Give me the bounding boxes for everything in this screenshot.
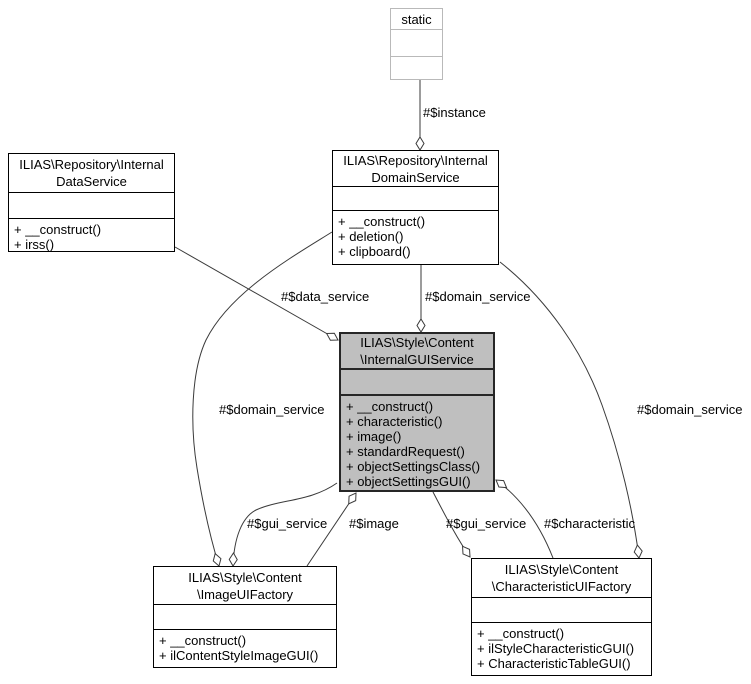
method-item: + ilContentStyleImageGUI() <box>159 648 319 663</box>
method-item: + __construct() <box>338 214 426 229</box>
method-item: + __construct() <box>14 222 102 237</box>
class-node-style-content-internalguiservice: ILIAS\Style\Content \InternalGUIService … <box>339 332 495 492</box>
method-item: + __construct() <box>346 399 434 414</box>
edge-label-domain-service-right: #$domain_service <box>637 402 743 417</box>
edge-label-characteristic: #$characteristic <box>544 516 636 531</box>
edge-label-image: #$image <box>349 516 399 531</box>
class-node-static: static <box>390 8 443 80</box>
class-methods-compartment: + __construct() + ilStyleCharacteristicG… <box>472 623 651 674</box>
class-attributes-compartment <box>472 598 651 623</box>
class-methods-compartment: + __construct() + deletion() + clipboard… <box>333 211 498 262</box>
class-methods-compartment: + __construct() + ilContentStyleImageGUI… <box>154 630 336 666</box>
class-title-line: \CharacteristicUIFactory <box>491 579 632 594</box>
class-title-line: ILIAS\Style\Content <box>360 335 474 350</box>
method-item: + objectSettingsClass() <box>346 459 481 474</box>
class-attributes-compartment <box>154 605 336 630</box>
method-item: + __construct() <box>159 633 247 648</box>
class-title-line: ILIAS\Style\Content <box>504 562 619 577</box>
method-item: + characteristic() <box>346 414 443 429</box>
method-item: + ilStyleCharacteristicGUI() <box>477 641 635 656</box>
class-attributes-compartment <box>9 193 174 219</box>
method-item: + clipboard() <box>338 244 411 259</box>
method-item: + CharacteristicTableGUI() <box>477 656 631 671</box>
class-title: static <box>391 9 442 30</box>
edge-label-domain-service-left: #$domain_service <box>219 402 325 417</box>
class-title-line: ILIAS\Repository\Internal <box>343 152 488 168</box>
class-title-line: ILIAS\Repository\Internal <box>19 157 164 172</box>
edge-label-instance: #$instance <box>423 105 486 120</box>
class-title-line: ILIAS\Style\Content <box>188 569 302 585</box>
method-item: + deletion() <box>338 229 404 244</box>
class-title-line: DataService <box>56 174 127 189</box>
edge-label-data-service: #$data_service <box>281 289 370 304</box>
method-item: + irss() <box>14 237 55 252</box>
class-methods-compartment <box>391 57 442 63</box>
edge-label-gui-service-left: #$gui_service <box>247 516 328 531</box>
class-node-repository-internal-domainservice[interactable]: ILIAS\Repository\Internal DomainService … <box>332 150 499 265</box>
class-node-style-content-imageuifactory[interactable]: ILIAS\Style\Content \ImageUIFactory + __… <box>153 566 337 668</box>
method-item: + objectSettingsGUI() <box>346 474 471 489</box>
class-attributes-compartment <box>341 370 493 396</box>
edge-domain-service-right <box>499 261 643 559</box>
class-title-line: \InternalGUIService <box>360 352 474 367</box>
class-attributes-compartment <box>391 30 442 57</box>
class-title: ILIAS\Style\Content \CharacteristicUIFac… <box>472 559 651 598</box>
class-title-line: static <box>401 11 432 27</box>
class-title-line: DomainService <box>371 169 460 185</box>
class-title: ILIAS\Repository\Internal DataService <box>9 154 174 193</box>
class-title: ILIAS\Style\Content \ImageUIFactory <box>154 567 336 605</box>
method-item: + image() <box>346 429 402 444</box>
class-title: ILIAS\Style\Content \InternalGUIService <box>341 334 493 370</box>
class-methods-compartment: + __construct() + characteristic() + ima… <box>341 396 493 492</box>
edge-label-domain-service-top: #$domain_service <box>425 289 531 304</box>
class-title: ILIAS\Repository\Internal DomainService <box>333 151 498 187</box>
class-title-line: \ImageUIFactory <box>196 586 294 602</box>
class-node-repository-internal-dataservice[interactable]: ILIAS\Repository\Internal DataService + … <box>8 153 175 252</box>
class-methods-compartment: + __construct() + irss() <box>9 219 174 255</box>
edge-label-gui-service-right: #$gui_service <box>446 516 527 531</box>
class-attributes-compartment <box>333 187 498 211</box>
method-item: + __construct() <box>477 626 565 641</box>
method-item: + standardRequest() <box>346 444 465 459</box>
class-node-style-content-characteristicuifactory[interactable]: ILIAS\Style\Content \CharacteristicUIFac… <box>471 558 652 676</box>
